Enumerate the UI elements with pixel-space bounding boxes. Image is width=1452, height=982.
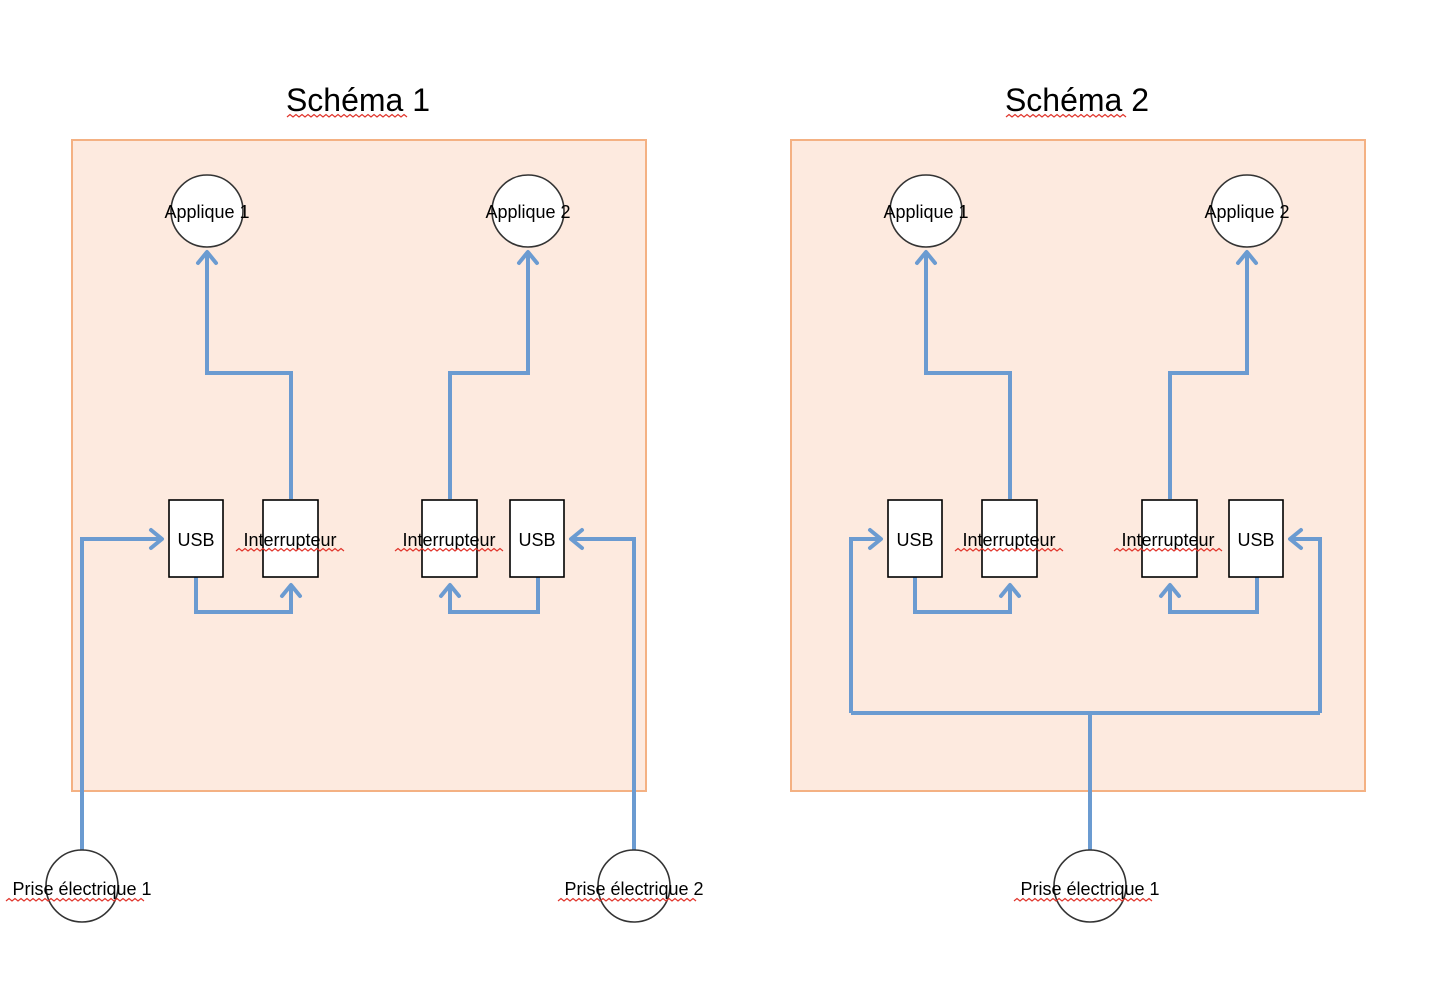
arrowhead <box>915 250 937 265</box>
schema-2-panel <box>790 139 1366 792</box>
usb-box-right <box>1228 499 1284 578</box>
plug-2-label: Prise électrique 2 <box>564 879 703 899</box>
switch-box-right <box>421 499 478 578</box>
wire-switch2-to-applique2 <box>448 252 530 499</box>
spellcheck-underline <box>235 547 345 552</box>
applique-2-node <box>1210 174 1284 248</box>
applique-1-label: Applique 1 <box>883 202 968 222</box>
arrowhead <box>196 250 218 265</box>
schema-2: Schéma 2 Applique 1 Applique 2 USB <box>790 82 1366 923</box>
plug-2-node <box>597 849 671 923</box>
usb-label-left: USB <box>896 530 933 550</box>
arrowhead <box>1159 583 1181 598</box>
switch-box-left <box>262 499 319 578</box>
wire-switch1-to-applique1 <box>924 252 1012 499</box>
plug-1-node <box>1053 849 1127 923</box>
arrowhead <box>280 583 302 598</box>
schema-1-title: Schéma 1 <box>286 82 430 118</box>
wire-switch2-to-applique2 <box>1168 252 1249 499</box>
arrowhead <box>439 583 461 598</box>
wire-bus-to-usb2 <box>1290 537 1322 713</box>
switch-box-right <box>1141 499 1198 578</box>
plug-1-label: Prise électrique 1 <box>12 879 151 899</box>
arrowhead <box>868 528 883 550</box>
wire-usb1-to-switch1 <box>194 577 293 614</box>
schema-1-panel <box>71 139 647 792</box>
spellcheck-underline <box>394 547 504 552</box>
plug-1-label: Prise électrique 1 <box>1020 879 1159 899</box>
applique-1-node <box>889 174 963 248</box>
schema-1: Schéma 1 Applique 1 Applique 2 USB Inte <box>5 82 704 923</box>
arrowhead <box>149 528 164 550</box>
wire-usb2-to-switch2 <box>1168 577 1259 614</box>
arrowhead <box>999 583 1021 598</box>
wire-usb1-to-switch1 <box>913 577 1012 614</box>
schema-2-wires <box>849 250 1322 850</box>
usb-label-right: USB <box>518 530 555 550</box>
arrowhead <box>569 528 584 550</box>
wire-bus-to-usb1 <box>849 537 881 713</box>
usb-box-left <box>168 499 224 578</box>
switch-label-right: Interrupteur <box>1121 530 1214 550</box>
usb-box-left <box>887 499 943 578</box>
usb-label-right: USB <box>1237 530 1274 550</box>
usb-box-right <box>509 499 565 578</box>
switch-box-left <box>981 499 1038 578</box>
switch-label-right: Interrupteur <box>402 530 495 550</box>
applique-1-label: Applique 1 <box>164 202 249 222</box>
arrowhead <box>517 250 539 265</box>
spellcheck-underline <box>286 113 408 118</box>
spellcheck-underline <box>1113 547 1223 552</box>
applique-2-node <box>491 174 565 248</box>
schema-1-wires <box>80 250 636 850</box>
spellcheck-underline <box>5 897 145 902</box>
switch-label-left: Interrupteur <box>962 530 1055 550</box>
wire-plug2-to-usb2 <box>571 537 636 850</box>
wire-usb2-to-switch2 <box>448 577 540 614</box>
applique-2-label: Applique 2 <box>1204 202 1289 222</box>
arrowhead <box>1288 528 1303 550</box>
switch-label-left: Interrupteur <box>243 530 336 550</box>
plug-1-node <box>45 849 119 923</box>
usb-label-left: USB <box>177 530 214 550</box>
arrowhead <box>1236 250 1258 265</box>
wire-plug1-to-usb1 <box>80 537 162 850</box>
applique-2-label: Applique 2 <box>485 202 570 222</box>
spellcheck-underline <box>954 547 1064 552</box>
spellcheck-underline <box>1013 897 1153 902</box>
spellcheck-underline <box>557 897 697 902</box>
spellcheck-underline <box>1005 113 1127 118</box>
applique-1-node <box>170 174 244 248</box>
wire-switch1-to-applique1 <box>205 252 293 499</box>
schema-2-title: Schéma 2 <box>1005 82 1149 118</box>
